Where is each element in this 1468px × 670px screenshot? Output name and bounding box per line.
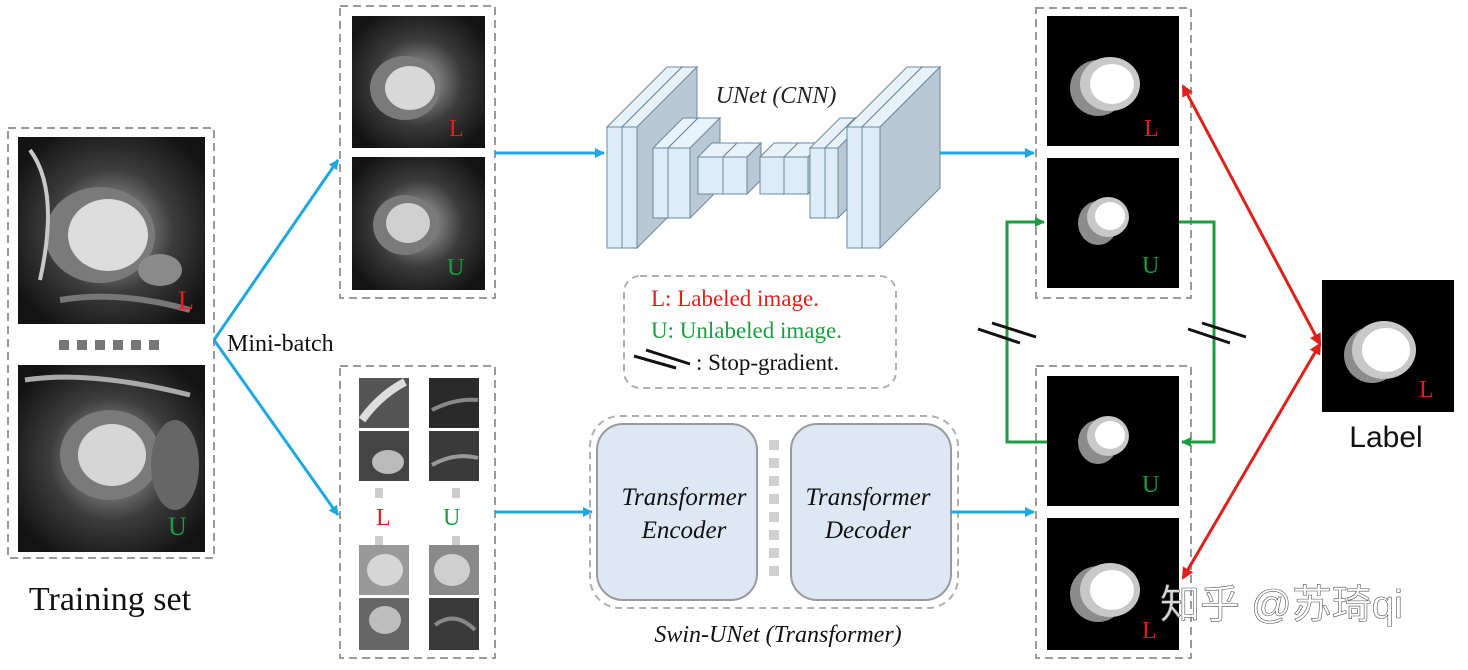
stop-gradient-icon bbox=[633, 348, 691, 370]
legend-stop-gradient: : Stop-gradient. bbox=[696, 350, 839, 375]
training-image-labeled: L bbox=[18, 137, 205, 324]
skip-connection-dots bbox=[769, 440, 779, 576]
unet-block-bottleneck-2 bbox=[721, 141, 763, 196]
arrow-to-swin-batch bbox=[212, 339, 340, 516]
supervision-arrow-cnn bbox=[1181, 84, 1322, 346]
encoder-label-line2: Encoder bbox=[641, 517, 727, 544]
training-set-frame bbox=[7, 127, 215, 559]
encoder-label-line1: Transformer bbox=[621, 484, 746, 511]
legend-box: L: Labeled image. U: Unlabeled image. : … bbox=[623, 275, 897, 389]
swin-batch-label-U: U bbox=[443, 505, 460, 531]
cnn-output-label-U: U bbox=[1142, 253, 1159, 279]
supervision-arrow-swin bbox=[1181, 342, 1322, 580]
swin-batch-group: L U bbox=[339, 365, 496, 659]
label-title: Label bbox=[1349, 421, 1422, 454]
swin-output-label-L: L bbox=[1142, 618, 1157, 644]
training-label-L: L bbox=[178, 286, 194, 315]
transformer-encoder-box bbox=[596, 423, 758, 601]
swin-batch-label-L: L bbox=[376, 505, 391, 531]
swin-output-label-U: U bbox=[1142, 472, 1159, 498]
watermark: 知乎 @苏琦qi bbox=[1160, 583, 1403, 627]
transformer-decoder-box bbox=[790, 423, 952, 601]
legend-frame bbox=[623, 275, 897, 389]
swin-unet-title: Swin-UNet (Transformer) bbox=[654, 622, 901, 648]
cnn-batch-image-unlabeled: U bbox=[352, 157, 485, 290]
training-label-U: U bbox=[168, 512, 187, 541]
swin-output-unlabeled: U bbox=[1047, 376, 1179, 506]
ground-truth-label-L: L bbox=[1419, 377, 1434, 403]
unet-block-dec-4 bbox=[860, 65, 942, 250]
pseudo-label-arrow-swin-to-cnn bbox=[1005, 217, 1047, 444]
arrow-to-cnn-batch bbox=[212, 159, 340, 341]
cnn-outputs-group: L U bbox=[1035, 7, 1192, 299]
ground-truth-label: L Label bbox=[1322, 280, 1454, 454]
cnn-output-labeled: L bbox=[1047, 16, 1179, 146]
legend-labeled: L: Labeled image. bbox=[651, 286, 819, 311]
cnn-output-label-L: L bbox=[1144, 116, 1159, 142]
cnn-batch-group: L U bbox=[339, 5, 496, 299]
unet-cnn-blocks: UNet (CNN) bbox=[605, 65, 942, 250]
decoder-label-line1: Transformer bbox=[805, 484, 930, 511]
mini-batch-label: Mini-batch bbox=[227, 331, 334, 357]
stop-gradient-marker-right bbox=[1187, 321, 1247, 345]
decoder-label-line2: Decoder bbox=[824, 517, 911, 544]
cnn-batch-label-L: L bbox=[449, 116, 464, 142]
swin-unet-block: Transformer Encoder Transformer Decoder … bbox=[589, 415, 959, 648]
legend-unlabeled: U: Unlabeled image. bbox=[651, 318, 842, 343]
training-image-unlabeled: U bbox=[18, 365, 205, 552]
swin-output-labeled: L bbox=[1047, 518, 1179, 650]
cnn-batch-image-labeled: L bbox=[352, 16, 485, 148]
swin-patches-unlabeled: U bbox=[429, 378, 479, 650]
stop-gradient-marker-left bbox=[977, 321, 1037, 345]
cnn-batch-label-U: U bbox=[447, 255, 464, 281]
training-set-group: L U Training set bbox=[7, 127, 215, 618]
unet-title: UNet (CNN) bbox=[716, 83, 837, 109]
training-set-title: Training set bbox=[29, 581, 192, 618]
cnn-output-unlabeled: U bbox=[1047, 158, 1179, 288]
swin-patches-labeled: L bbox=[358, 378, 409, 650]
ellipsis-dots bbox=[59, 340, 159, 350]
